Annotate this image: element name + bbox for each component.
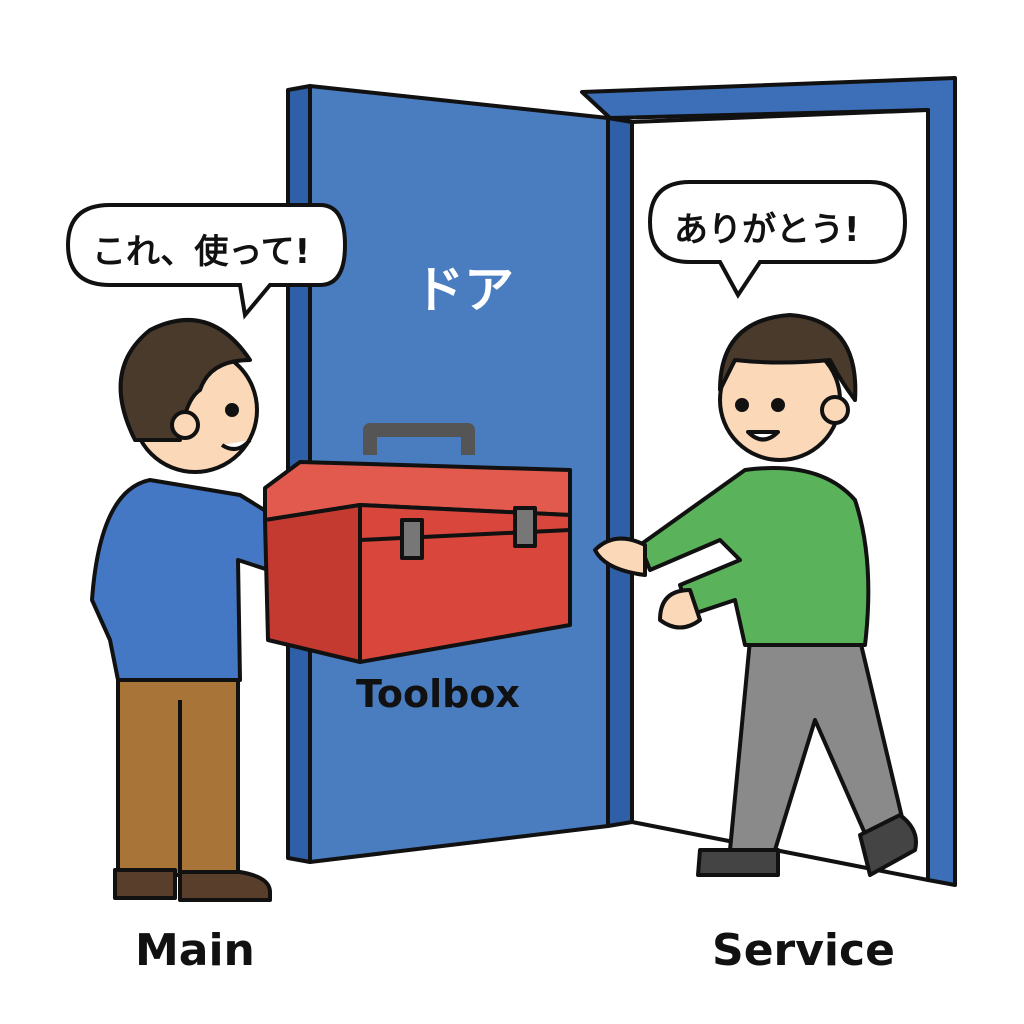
- speech-main-text: これ、使って!: [92, 232, 311, 272]
- speech-bubble-main: [65, 203, 348, 320]
- main-person: [90, 318, 402, 902]
- toolbox: [263, 423, 572, 664]
- main-label: Main: [135, 925, 255, 976]
- toolbox-label: Toolbox: [356, 672, 520, 716]
- speech-bubble-service: [647, 180, 908, 299]
- speech-service-text: ありがとう!: [674, 210, 860, 250]
- service-label: Service: [712, 925, 895, 976]
- door-label: ドア: [414, 261, 514, 319]
- service-person: [593, 313, 918, 877]
